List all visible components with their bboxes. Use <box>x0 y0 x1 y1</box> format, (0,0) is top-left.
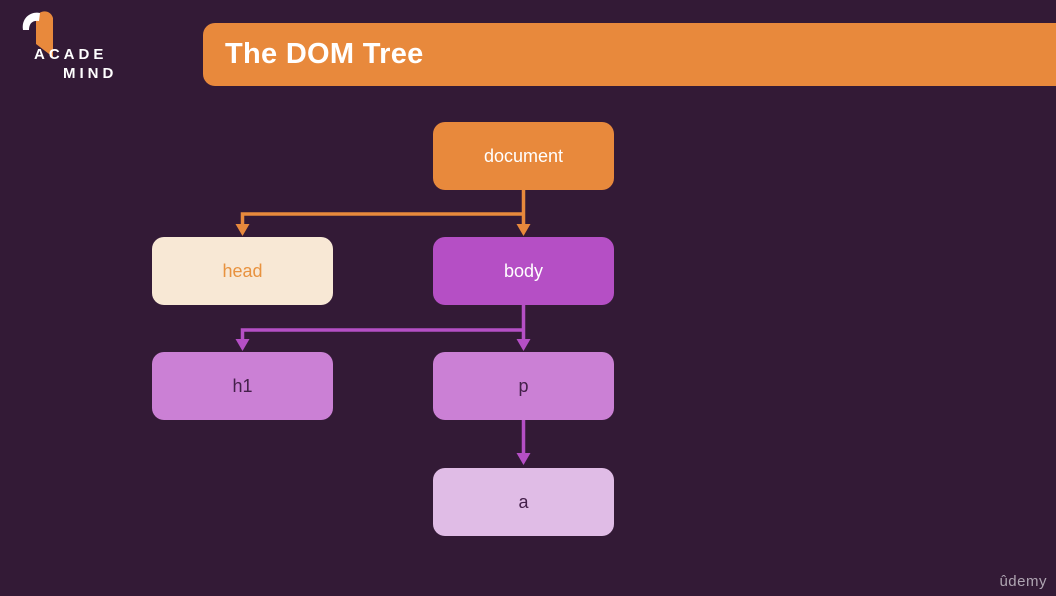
node-label: a <box>518 491 529 512</box>
node-label: document <box>483 145 564 166</box>
slide-title-banner: The DOM Tree <box>203 23 1056 86</box>
tree-node-p: p <box>433 352 614 420</box>
edges-body-to-children <box>235 305 531 351</box>
arrowhead-to-body <box>516 224 531 236</box>
brand-text-acade: ACADE <box>34 46 108 63</box>
node-label: body <box>503 260 544 281</box>
tree-node-a: a <box>433 468 614 536</box>
academind-ribbon-icon <box>22 11 53 57</box>
page-title: The DOM Tree <box>225 38 424 70</box>
academind-logo: ACADE MIND <box>18 7 148 87</box>
edges-document-to-children <box>235 189 531 236</box>
udemy-logo: ûdemy <box>999 573 1047 590</box>
tree-node-h1: h1 <box>152 352 333 420</box>
arrowhead-to-h1 <box>235 339 250 351</box>
tree-node-body: body <box>433 237 614 305</box>
arrowhead-to-p <box>516 339 531 351</box>
node-label: head <box>222 260 263 281</box>
node-label: p <box>518 375 529 396</box>
tree-node-document: document <box>433 122 614 190</box>
arrowhead-to-a <box>516 453 531 465</box>
brand-text-mind: MIND <box>63 65 118 82</box>
tree-node-head: head <box>152 237 333 305</box>
edge-p-to-a <box>516 420 531 465</box>
node-label: h1 <box>232 375 253 396</box>
arrowhead-to-head <box>235 224 250 236</box>
